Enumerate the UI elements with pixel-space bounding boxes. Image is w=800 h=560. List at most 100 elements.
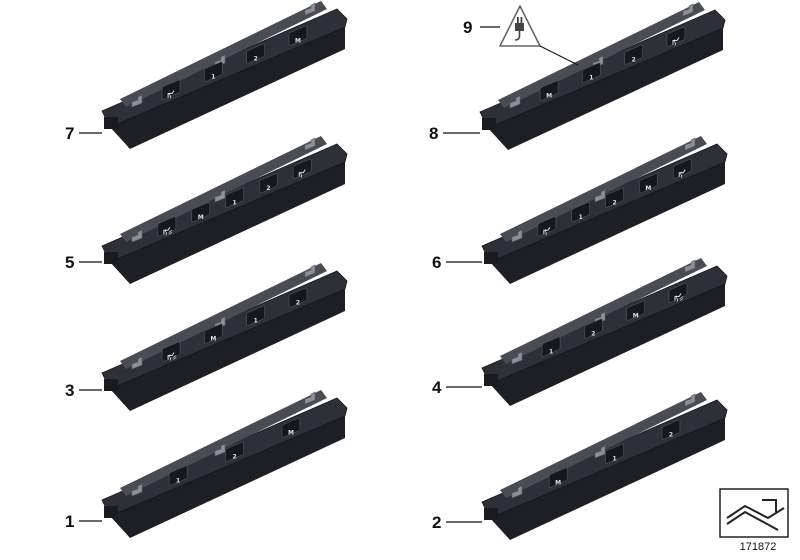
button-label: M	[288, 430, 294, 437]
button-label: 2	[296, 300, 300, 307]
panel-button[interactable]: 2	[225, 441, 244, 462]
panel-button[interactable]: M	[281, 417, 301, 438]
seat-heat-icon	[543, 227, 551, 236]
mounting-clip	[594, 445, 606, 459]
button-label: M	[210, 336, 216, 343]
panel-button[interactable]: 2	[661, 419, 681, 440]
panel-connector-end	[104, 379, 118, 391]
mounting-clip	[214, 189, 226, 203]
panel-button[interactable]: M	[539, 80, 559, 101]
panel-top-face	[481, 265, 728, 385]
panel-top-face	[481, 399, 728, 519]
panel-side-face	[110, 162, 345, 284]
mounting-clip	[131, 356, 143, 370]
button-label: 1	[176, 478, 180, 485]
diagram-reference-box	[719, 488, 789, 538]
mounting-clip	[684, 137, 696, 151]
panel-button[interactable]: 2	[605, 187, 624, 208]
panel-connector-end	[484, 374, 498, 386]
mounting-clip	[511, 485, 523, 499]
panel-button[interactable]: 1	[605, 443, 624, 464]
panel-button[interactable]: 1	[204, 61, 223, 82]
callout-label-2: 2	[432, 513, 441, 532]
panel-rail	[120, 263, 327, 369]
button-label: M	[633, 313, 639, 320]
callout-label-6: 6	[432, 253, 441, 272]
callout-label-4: 4	[432, 378, 442, 397]
button-label: 2	[232, 454, 236, 461]
panel-connector-end	[104, 117, 118, 129]
panel-button[interactable]: 1	[246, 305, 265, 326]
panel-rail	[500, 136, 707, 242]
button-label: 2	[612, 200, 616, 207]
panel-connector-end	[484, 252, 498, 264]
mounting-clip	[131, 483, 143, 497]
callout-label-9: 9	[463, 18, 472, 37]
panel-rail	[498, 2, 705, 108]
panel-button[interactable]: M	[639, 173, 658, 194]
panel-button[interactable]	[292, 158, 312, 180]
panel-button[interactable]	[157, 216, 177, 237]
panel-button[interactable]: M	[548, 467, 568, 488]
panel-button[interactable]: 2	[259, 173, 278, 194]
callout-label-7: 7	[65, 124, 74, 143]
panel-button[interactable]: M	[191, 202, 211, 223]
panel-button[interactable]: 2	[584, 318, 603, 339]
mounting-clip	[214, 443, 226, 457]
panel-button[interactable]: 1	[571, 202, 591, 223]
panel-button[interactable]: 1	[168, 465, 188, 486]
seat-heat-icon	[167, 90, 175, 99]
panel-button[interactable]: 2	[246, 43, 265, 64]
panel-button[interactable]: M	[288, 25, 308, 46]
button-label: 1	[549, 349, 553, 356]
seat-heat-vent-icon	[163, 227, 173, 236]
panel-button[interactable]	[537, 216, 557, 237]
button-label: 2	[632, 57, 636, 64]
panel-button[interactable]: 1	[582, 62, 601, 83]
panel-button[interactable]: 1	[225, 187, 244, 208]
mounting-clip	[304, 137, 316, 151]
switch-panel-2: M 1 2 2	[432, 392, 728, 540]
button-label: 1	[232, 200, 236, 207]
panel-button[interactable]	[672, 158, 692, 180]
plug-warning-icon	[499, 5, 541, 47]
panel-side-face	[110, 289, 345, 411]
panel-button[interactable]: M	[204, 323, 223, 344]
mounting-clip	[511, 229, 523, 243]
panel-side-face	[490, 162, 725, 284]
panel-side-face	[490, 284, 725, 406]
mounting-clip	[509, 95, 521, 109]
button-label: 2	[591, 331, 595, 338]
button-label: 2	[254, 56, 258, 63]
panel-button[interactable]	[161, 79, 181, 100]
panel-top-face	[101, 397, 348, 517]
mounting-clip	[131, 94, 143, 108]
button-label: 1	[211, 74, 215, 81]
panel-button[interactable]: 1	[541, 336, 561, 357]
diagram-reference-number: 171872	[739, 541, 777, 553]
seat-heat-icon	[672, 37, 680, 46]
panel-button[interactable]: 2	[624, 44, 644, 65]
mounting-clip	[131, 229, 143, 243]
mounting-clip	[304, 264, 316, 278]
mounting-clip	[684, 259, 696, 273]
panel-top-face	[101, 8, 348, 128]
panel-side-face	[490, 418, 725, 540]
panel-top-face	[101, 270, 348, 390]
panel-button[interactable]	[161, 341, 181, 362]
panel-connector-end	[484, 508, 498, 520]
panel-button[interactable]: M	[626, 300, 646, 321]
panel-button[interactable]	[666, 26, 686, 47]
panel-button[interactable]: 2	[288, 287, 308, 308]
switch-panel-4: 1 2 M 4	[432, 258, 728, 406]
panel-button[interactable]	[668, 282, 688, 303]
button-label: 1	[612, 456, 616, 463]
switch-panel-6: 1 2 M 6	[432, 136, 728, 284]
connector-part-9: 9	[463, 5, 579, 66]
panel-rail	[120, 390, 327, 496]
callout-label-8: 8	[429, 124, 438, 143]
panel-rail	[500, 258, 707, 364]
